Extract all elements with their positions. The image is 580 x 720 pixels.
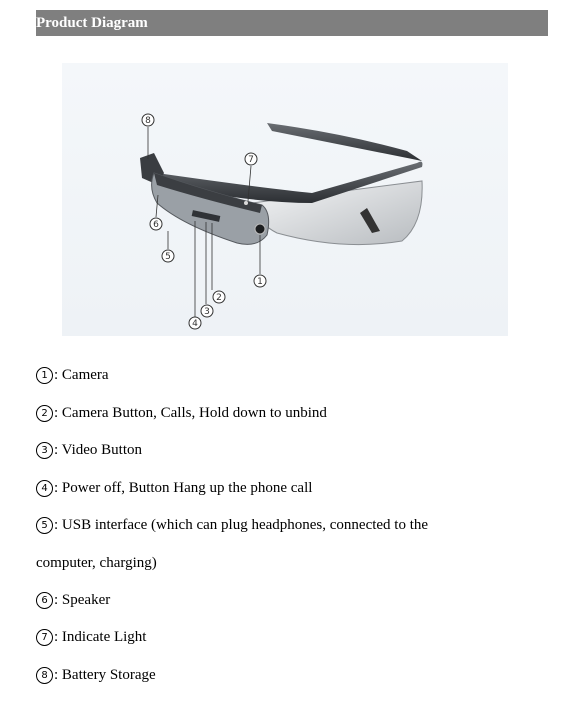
legend-item-battery-storage: 8: Battery Storage — [36, 667, 156, 684]
legend-item-usb-interface: 5: USB interface (which can plug headpho… — [36, 517, 428, 534]
legend-item-power-off: 4: Power off, Button Hang up the phone c… — [36, 480, 312, 497]
legend-item-video-button: 3: Video Button — [36, 442, 142, 459]
svg-text:1: 1 — [257, 277, 263, 287]
legend-text: : Camera — [54, 367, 109, 383]
svg-text:8: 8 — [145, 116, 151, 126]
module-top-edge — [154, 173, 262, 213]
svg-text:7: 7 — [248, 155, 254, 165]
svg-text:3: 3 — [204, 307, 210, 317]
svg-text:6: 6 — [153, 220, 159, 230]
legend-text: : Speaker — [54, 592, 111, 608]
legend-text: : Video Button — [54, 442, 142, 458]
legend-text: : Camera Button, Calls, Hold down to unb… — [54, 405, 327, 421]
number-badge: 5 — [36, 517, 53, 534]
callout-1: 1 — [253, 274, 267, 288]
legend-item-camera: 1: Camera — [36, 367, 109, 384]
smart-glasses-illustration: 8 7 6 5 1 2 3 4 — [140, 113, 423, 330]
number-badge: 4 — [36, 480, 53, 497]
callout-2: 2 — [212, 290, 226, 304]
top-frame — [157, 161, 423, 203]
callout-3: 3 — [200, 304, 214, 318]
callout-7: 7 — [244, 152, 258, 166]
number-badge: 8 — [36, 667, 53, 684]
legend-item-usb-continuation: computer, charging) — [36, 555, 157, 572]
camera-lens — [254, 223, 266, 235]
svg-text:2: 2 — [216, 293, 222, 303]
legend-text: : Power off, Button Hang up the phone ca… — [54, 480, 313, 496]
number-badge: 1 — [36, 367, 53, 384]
legend-text: : USB interface (which can plug headphon… — [54, 517, 429, 533]
callout-4: 4 — [188, 316, 202, 330]
section-title: Product Diagram — [36, 15, 148, 31]
svg-text:4: 4 — [192, 319, 198, 329]
side-buttons — [191, 210, 221, 222]
callout-6: 6 — [149, 217, 163, 231]
product-diagram: 8 7 6 5 1 2 3 4 — [62, 63, 508, 336]
number-badge: 3 — [36, 442, 53, 459]
svg-text:5: 5 — [165, 252, 171, 262]
legend-text: : Battery Storage — [54, 667, 156, 683]
number-badge: 6 — [36, 592, 53, 609]
legend-text: computer, charging) — [36, 555, 157, 571]
section-title-bar: Product Diagram — [36, 10, 548, 36]
indicate-light — [244, 201, 248, 205]
number-badge: 7 — [36, 629, 53, 646]
callout-8: 8 — [141, 113, 155, 127]
legend-item-indicate-light: 7: Indicate Light — [36, 629, 146, 646]
nose-pad — [360, 208, 380, 233]
legend-text: : Indicate Light — [54, 629, 147, 645]
far-temple-arm — [267, 123, 422, 161]
number-badge: 2 — [36, 405, 53, 422]
callout-5: 5 — [161, 249, 175, 263]
legend-item-camera-button: 2: Camera Button, Calls, Hold down to un… — [36, 405, 327, 422]
legend-item-speaker: 6: Speaker — [36, 592, 110, 609]
